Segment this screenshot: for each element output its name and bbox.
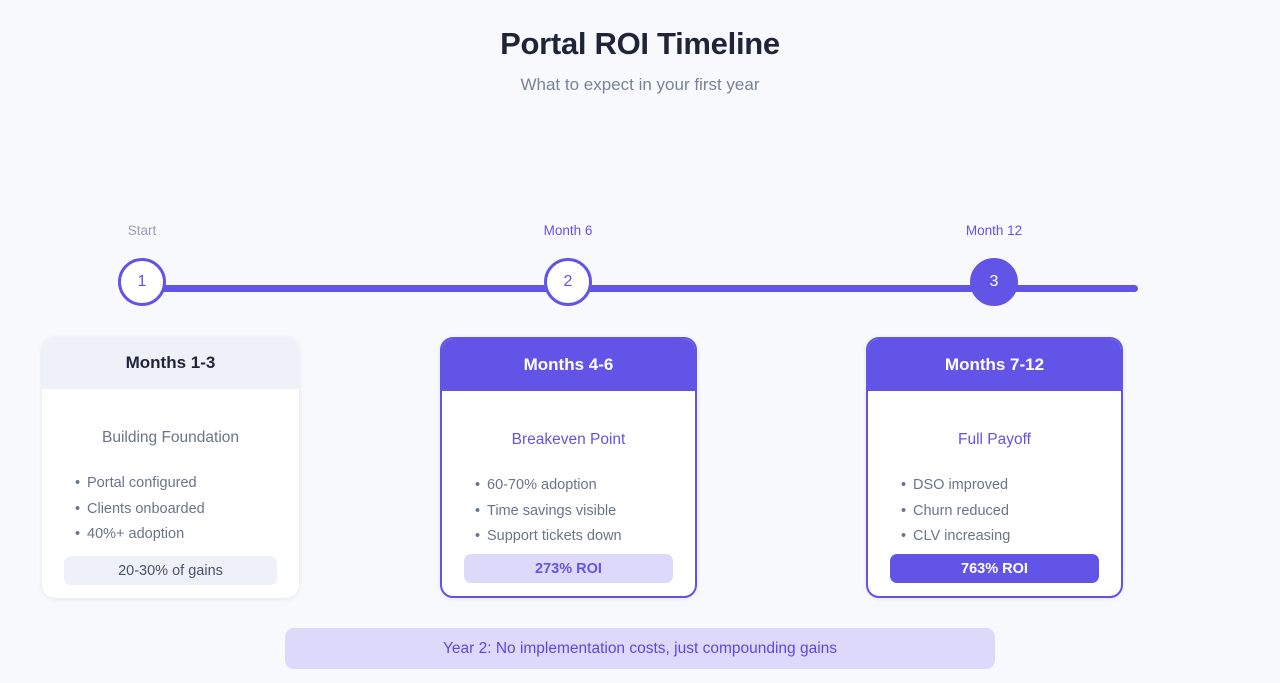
list-item: Time savings visible (475, 499, 681, 525)
phase-card-body: Breakeven Point 60-70% adoption Time sav… (442, 391, 695, 596)
timeline-node-marker-1[interactable]: 1 (118, 258, 166, 306)
list-item: Support tickets down (475, 524, 681, 550)
phase-card-bullet-list: 60-70% adoption Time savings visible Sup… (456, 473, 681, 554)
page-subtitle: What to expect in your first year (520, 75, 760, 94)
page-header: Portal ROI Timeline What to expect in yo… (0, 0, 1280, 98)
list-item: Churn reduced (901, 499, 1107, 525)
roi-timeline: Start 1 Month 6 2 Month 12 3 (0, 222, 1280, 322)
phase-card-subtitle: Building Foundation (101, 429, 240, 446)
footer-note-banner: Year 2: No implementation costs, just co… (285, 628, 995, 669)
timeline-node-start[interactable]: Start 1 (62, 222, 222, 306)
phase-card-header: Months 4-6 (442, 339, 695, 391)
list-item: 60-70% adoption (475, 473, 681, 499)
phase-card-subtitle: Full Payoff (958, 431, 1031, 448)
page-title: Portal ROI Timeline (500, 26, 780, 61)
phase-card-months-7-12[interactable]: Months 7-12 Full Payoff DSO improved Chu… (866, 337, 1123, 598)
list-item: Clients onboarded (75, 497, 285, 523)
timeline-node-label: Start (127, 223, 157, 238)
timeline-node-label: Month 12 (965, 223, 1023, 238)
timeline-node-marker-3[interactable]: 3 (970, 258, 1018, 306)
phase-card-body: Building Foundation Portal configured Cl… (42, 389, 299, 598)
phase-card-badge: 763% ROI (890, 554, 1099, 583)
phase-card-months-1-3[interactable]: Months 1-3 Building Foundation Portal co… (42, 337, 299, 598)
phase-card-header: Months 7-12 (868, 339, 1121, 391)
phase-card-group: Months 1-3 Building Foundation Portal co… (0, 337, 1280, 599)
phase-card-subtitle: Breakeven Point (511, 431, 626, 448)
phase-card-months-4-6[interactable]: Months 4-6 Breakeven Point 60-70% adopti… (440, 337, 697, 598)
phase-card-badge: 20-30% of gains (64, 556, 277, 585)
timeline-track-line (142, 285, 1138, 292)
phase-card-header: Months 1-3 (42, 337, 299, 389)
timeline-node-label: Month 6 (543, 223, 593, 238)
list-item: DSO improved (901, 473, 1107, 499)
phase-card-bullet-list: DSO improved Churn reduced CLV increasin… (882, 473, 1107, 554)
list-item: Portal configured (75, 471, 285, 497)
phase-card-bullet-list: Portal configured Clients onboarded 40%+… (56, 471, 285, 556)
timeline-node-marker-2[interactable]: 2 (544, 258, 592, 306)
phase-card-body: Full Payoff DSO improved Churn reduced C… (868, 391, 1121, 596)
phase-card-badge: 273% ROI (464, 554, 673, 583)
timeline-node-month-12[interactable]: Month 12 3 (914, 222, 1074, 306)
timeline-node-month-6[interactable]: Month 6 2 (488, 222, 648, 306)
list-item: 40%+ adoption (75, 522, 285, 548)
list-item: CLV increasing (901, 524, 1107, 550)
